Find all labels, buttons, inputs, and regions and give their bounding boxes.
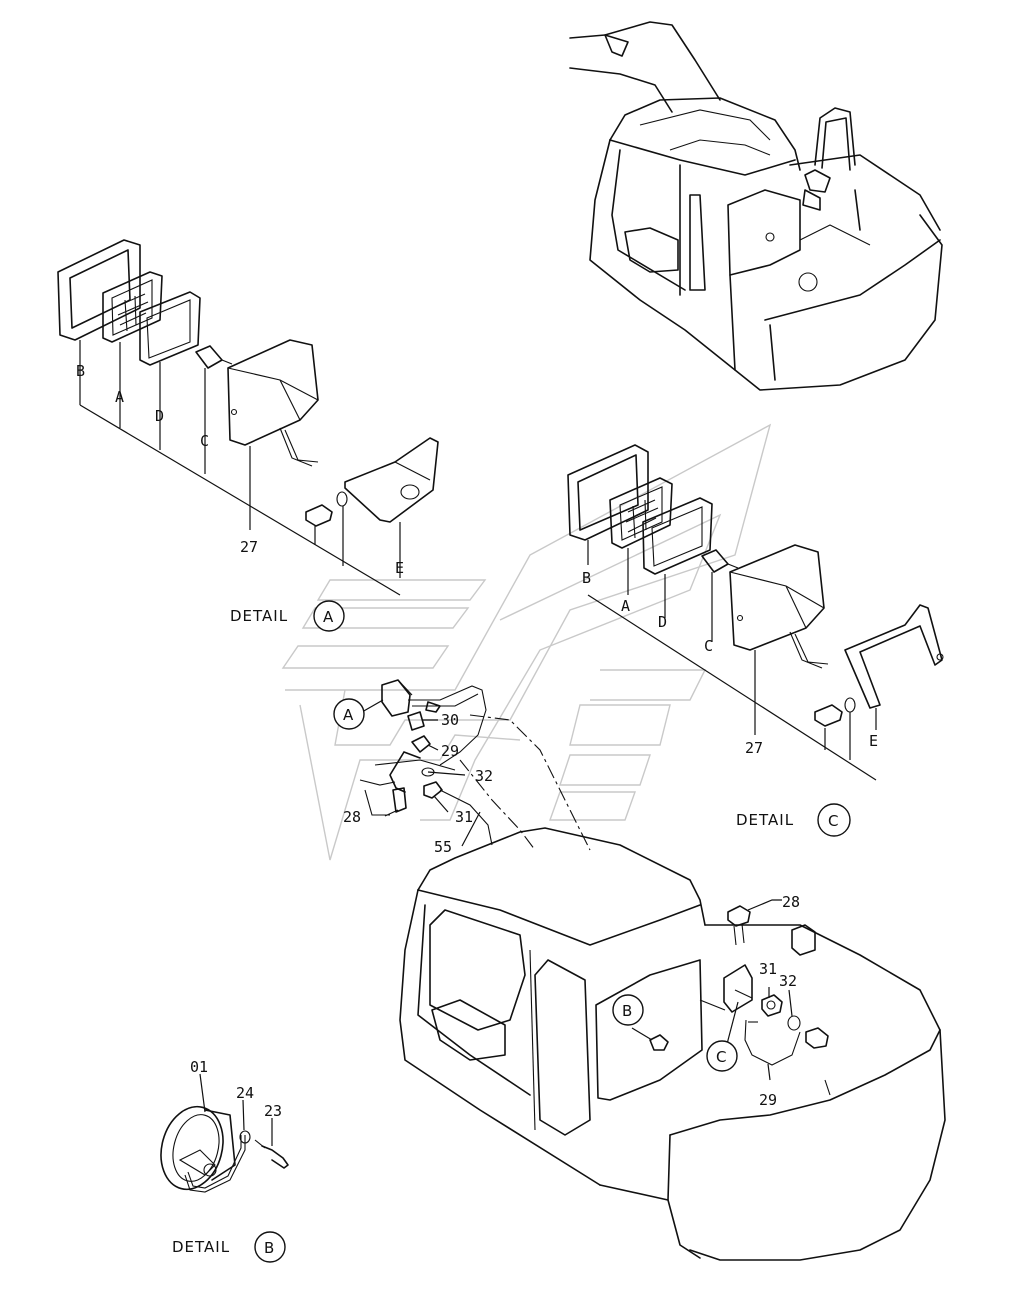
marker-a-letter: A (343, 706, 354, 724)
letter-A-detail-c: A (621, 597, 630, 615)
callout-29-right: 29 (759, 1091, 777, 1109)
detail-c-work-light (567, 444, 944, 781)
detail-c-circle (817, 803, 851, 837)
detail-c-caption: DETAIL (736, 811, 794, 829)
detail-b-horn (160, 1073, 289, 1193)
callout-30: 30 (441, 711, 459, 729)
letter-B-detail-c: B (582, 569, 591, 587)
marker-b-circle (612, 994, 644, 1026)
letter-B-detail-a: B (76, 362, 85, 380)
letter-E-detail-a: E (395, 559, 404, 577)
callout-31-right: 31 (759, 960, 777, 978)
letter-C-detail-a: C (200, 432, 209, 450)
detail-a-letter: A (323, 608, 334, 626)
detail-c-letter: C (828, 812, 839, 830)
detail-a-caption: DETAIL (230, 607, 288, 625)
callout-28-right: 28 (782, 893, 800, 911)
callout-55: 55 (434, 838, 452, 856)
callout-27-detail-c: 27 (745, 739, 763, 757)
excavator-lower (399, 827, 946, 1261)
callout-23: 23 (264, 1102, 282, 1120)
callout-27-detail-a: 27 (240, 538, 258, 556)
watermark-logo (281, 423, 772, 861)
callout-31-mid: 31 (455, 808, 473, 826)
letter-D-detail-c: D (658, 613, 667, 631)
callout-29-mid: 29 (441, 742, 459, 760)
detail-a-circle (313, 600, 345, 632)
callout-32-mid: 32 (475, 767, 493, 785)
callout-32-right: 32 (779, 972, 797, 990)
letter-C-detail-c: C (704, 637, 713, 655)
marker-b-letter: B (622, 1002, 633, 1020)
detail-b-circle (254, 1231, 286, 1263)
callout-28-mid: 28 (343, 808, 361, 826)
marker-a-circle (333, 698, 365, 730)
marker-c-circle (706, 1040, 738, 1072)
letter-E-detail-c: E (869, 732, 878, 750)
letter-A-detail-a: A (115, 388, 124, 406)
detail-a-work-light (57, 239, 439, 596)
marker-c-letter: C (716, 1048, 727, 1066)
detail-b-caption: DETAIL (172, 1238, 230, 1256)
letter-D-detail-a: D (155, 407, 164, 425)
detail-b-letter: B (264, 1239, 275, 1257)
callout-01: 01 (190, 1058, 208, 1076)
light-mount-assembly (359, 679, 591, 851)
excavator-overview-top (569, 21, 943, 391)
callout-24: 24 (236, 1084, 254, 1102)
